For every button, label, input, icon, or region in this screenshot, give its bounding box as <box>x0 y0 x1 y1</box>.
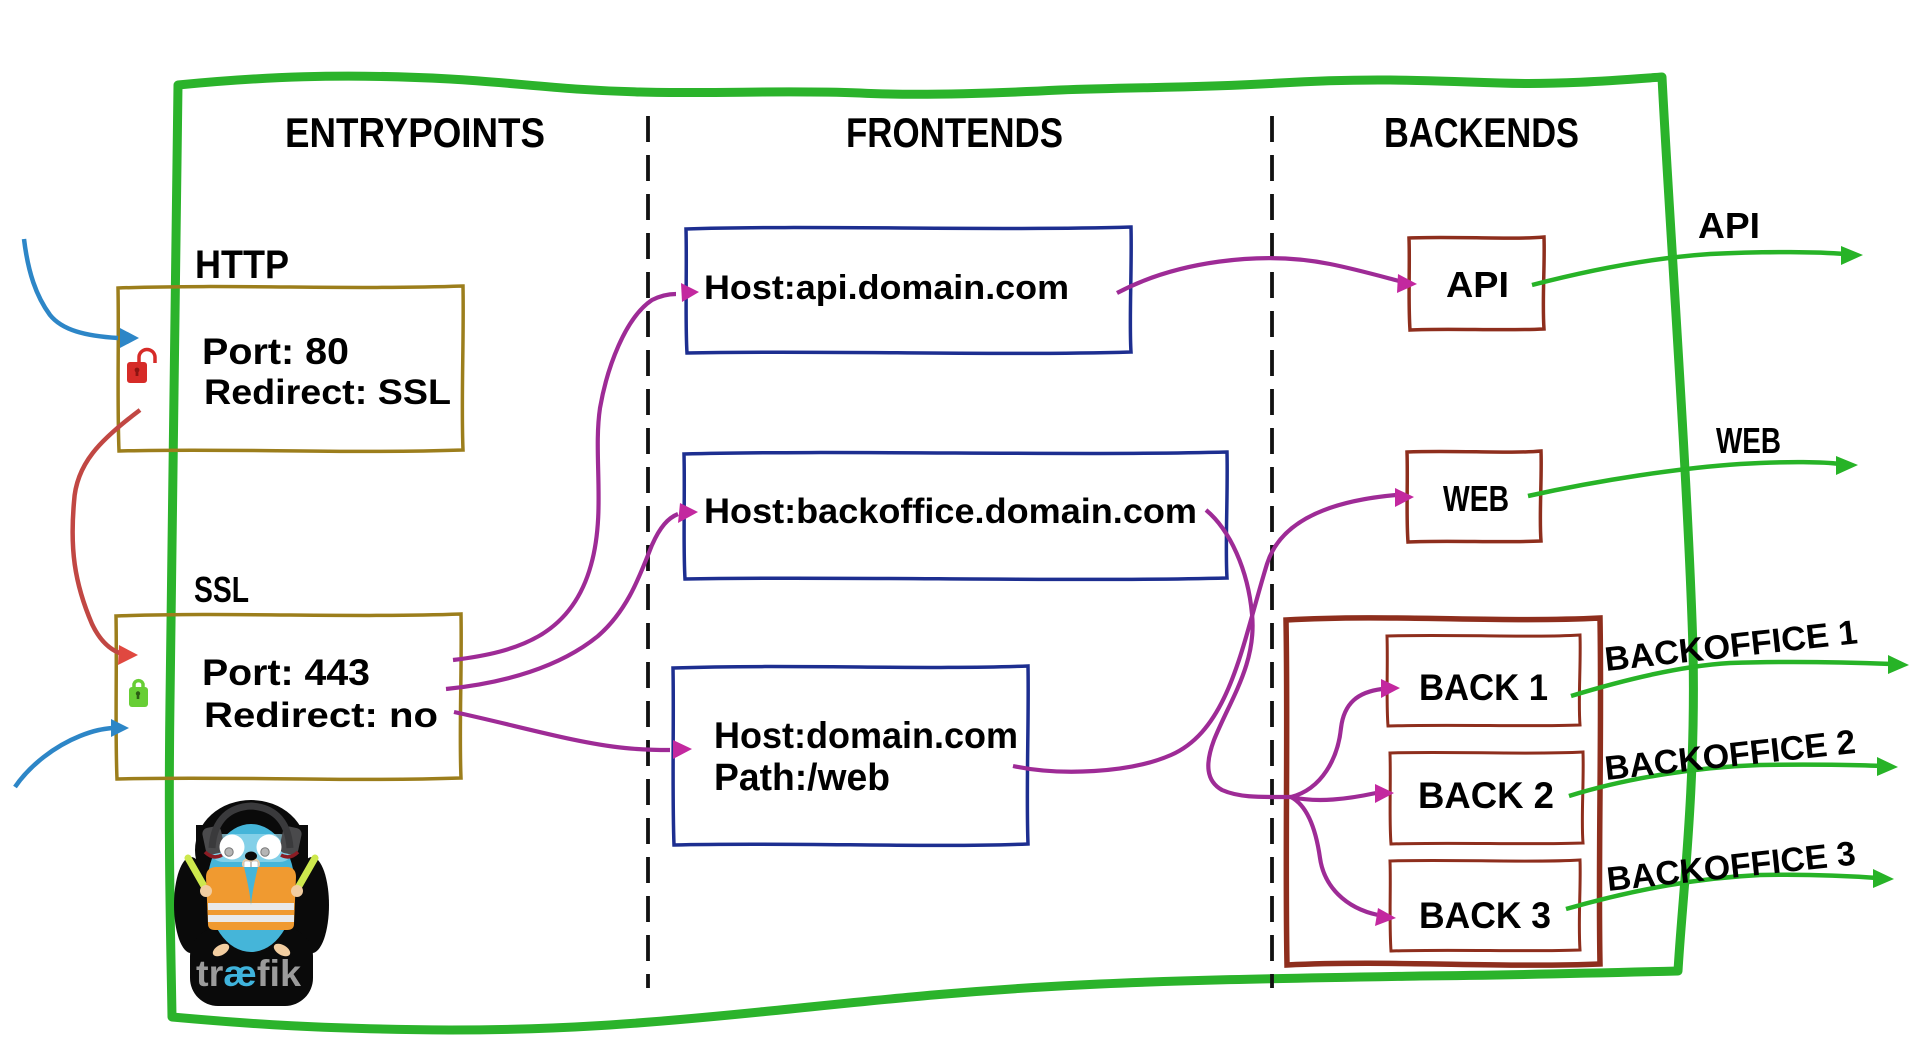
svg-text:Redirect: no: Redirect: no <box>204 696 438 735</box>
svg-text:BACK 1: BACK 1 <box>1419 667 1548 708</box>
svg-text:Host:api.domain.com: Host:api.domain.com <box>704 269 1069 307</box>
svg-text:ENTRYPOINTS: ENTRYPOINTS <box>285 109 545 156</box>
svg-text:Port: 80: Port: 80 <box>202 331 349 372</box>
svg-text:API: API <box>1698 205 1760 246</box>
svg-text:træfik: træfik <box>196 953 301 994</box>
svg-text:WEB: WEB <box>1716 420 1781 461</box>
svg-text:Path:/web: Path:/web <box>714 757 890 799</box>
svg-text:Host:backoffice.domain.com: Host:backoffice.domain.com <box>704 492 1197 531</box>
svg-text:BACKENDS: BACKENDS <box>1384 109 1579 156</box>
svg-text:Port: 443: Port: 443 <box>202 652 370 693</box>
svg-text:BACK 2: BACK 2 <box>1418 775 1554 816</box>
svg-text:SSL: SSL <box>194 569 249 610</box>
svg-text:HTTP: HTTP <box>195 243 289 287</box>
svg-text:WEB: WEB <box>1443 478 1509 519</box>
svg-text:Redirect: SSL: Redirect: SSL <box>204 373 451 412</box>
svg-text:FRONTENDS: FRONTENDS <box>846 109 1063 156</box>
svg-text:BACK 3: BACK 3 <box>1419 895 1551 936</box>
svg-text:Host:domain.com: Host:domain.com <box>714 715 1018 756</box>
svg-text:API: API <box>1446 264 1509 305</box>
